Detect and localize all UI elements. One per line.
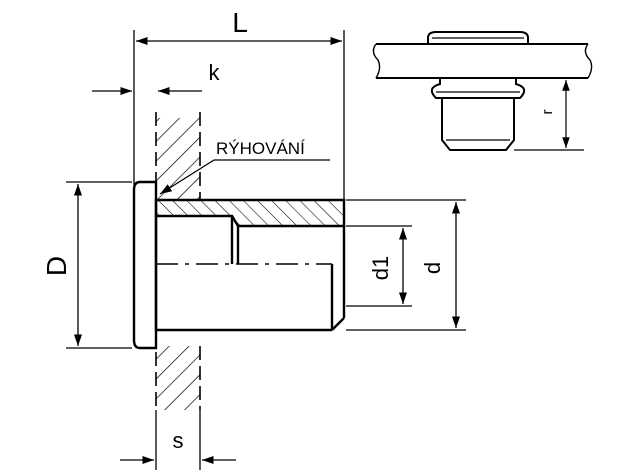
dimension-D	[66, 181, 132, 349]
rivet-nut-body	[132, 180, 346, 350]
dimension-L	[133, 30, 345, 200]
label-D: D	[41, 256, 72, 276]
label-s: s	[173, 428, 184, 453]
dimension-s	[120, 410, 236, 470]
label-k: k	[209, 60, 221, 85]
label-r: r	[539, 110, 556, 115]
label-L: L	[232, 7, 248, 38]
label-d: d	[420, 262, 445, 274]
label-d1: d1	[368, 256, 393, 280]
dimension-d1	[346, 225, 412, 307]
dimension-d	[346, 199, 466, 331]
sheet-section	[155, 112, 201, 410]
knurling-leader	[159, 159, 330, 195]
installed-view	[372, 31, 593, 151]
label-knurling: RÝHOVÁNÍ	[216, 139, 305, 158]
